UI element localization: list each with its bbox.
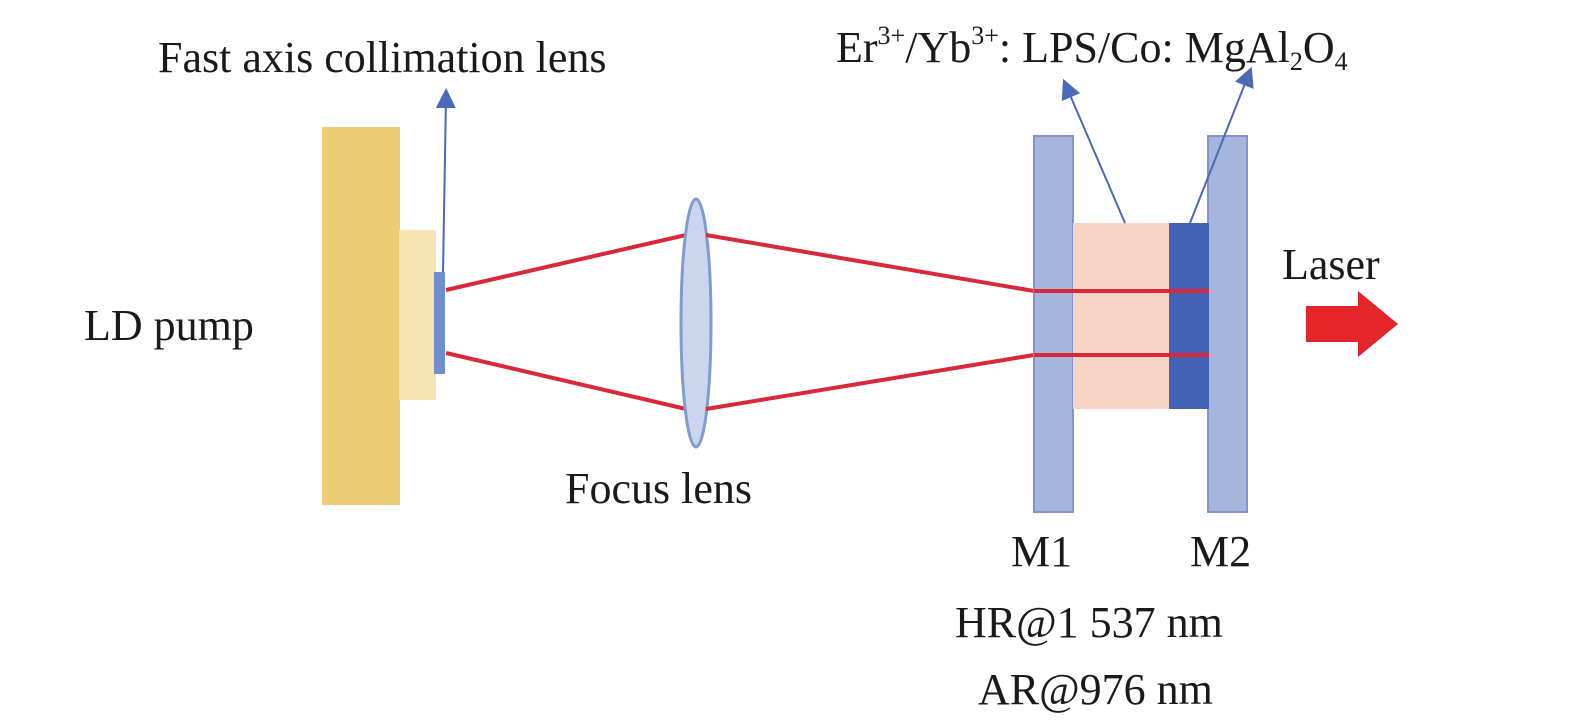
ld-pump-label: LD pump: [84, 301, 254, 350]
crystal-slash-yb: /Yb: [905, 23, 971, 72]
saturable-absorber: [1169, 223, 1209, 409]
hr-spec-label: HR@1 537 nm: [955, 598, 1223, 647]
gain-crystal: [1073, 223, 1171, 409]
ar-spec-label: AR@976 nm: [978, 665, 1213, 714]
crystal-er: Er: [836, 23, 878, 72]
mirror-m1: [1033, 135, 1074, 513]
saturable-absorber-pointer: [1189, 66, 1254, 224]
fast-axis-collimation-lens: [434, 272, 445, 374]
focus-lens-label: Focus lens: [565, 464, 752, 513]
fast-axis-lens-label: Fast axis collimation lens: [158, 33, 607, 82]
ld-pump-window: [399, 230, 436, 400]
crystal-o-sub: 4: [1335, 47, 1348, 76]
mirror-m2: [1207, 135, 1248, 513]
laser-label: Laser: [1282, 240, 1380, 289]
m2-label: M2: [1190, 527, 1251, 576]
pump-beam-upper-in: [445, 233, 687, 292]
pump-beam-upper-out: [705, 233, 1035, 293]
laser-output-arrow: [1306, 291, 1398, 357]
crystal-yb-sup: 3+: [971, 21, 999, 50]
pump-beam-lower-out: [705, 353, 1035, 411]
crystal-o: O: [1303, 23, 1335, 72]
crystal-mid: : LPS/Co: MgAl: [999, 23, 1290, 72]
m1-label: M1: [1011, 527, 1072, 576]
fast-axis-lens-pointer: [435, 88, 456, 273]
crystal-al-sub: 2: [1290, 47, 1303, 76]
focus-lens: [679, 197, 713, 449]
ld-pump-body: [322, 127, 400, 505]
crystal-label: Er3+/Yb3+: LPS/Co: MgAl2O4: [836, 21, 1348, 76]
crystal-er-sup: 3+: [878, 21, 906, 50]
pump-beam-lower-in: [445, 351, 687, 411]
gain-crystal-pointer: [1061, 78, 1126, 224]
